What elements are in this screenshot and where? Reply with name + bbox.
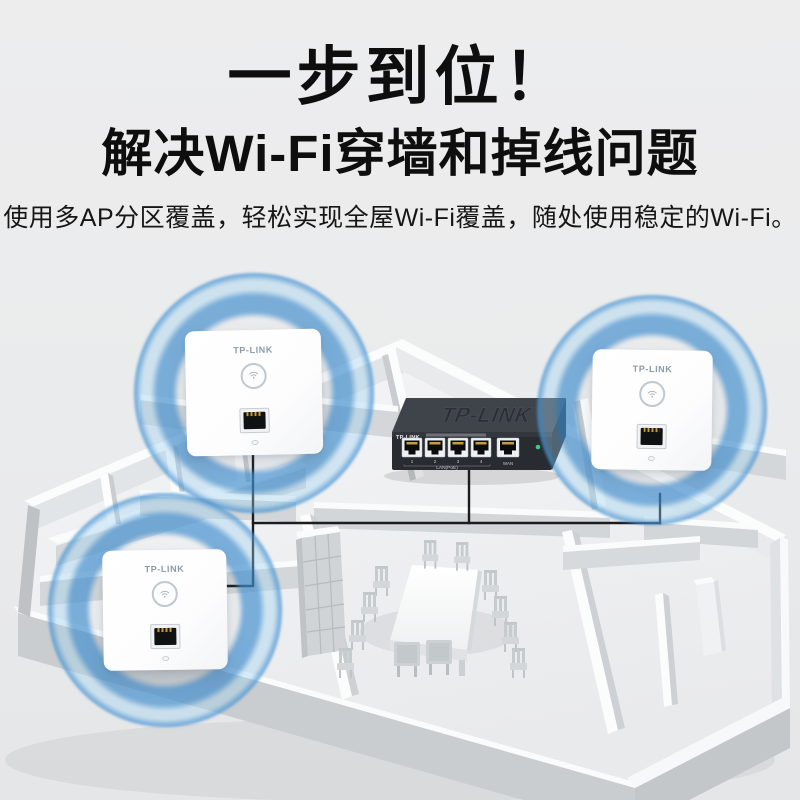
wifi-button [639,381,666,408]
wifi-icon [249,371,259,379]
ap-brand-label: TP-LINK [233,344,274,356]
switch-port-wan [496,437,520,458]
wifi-button [151,581,178,608]
poe-switch: TP-LINK TP-LINK [384,398,566,485]
rj45-jack [243,411,266,429]
lan-poe-label: LAN(PoE) [436,465,458,471]
switch-top-face [392,398,566,432]
switch-port-1 [401,437,423,458]
access-point-top-left: TP-LINK [184,328,324,457]
rj45-jack [640,428,663,446]
rj45-jack [154,628,177,646]
access-point-bottom-left: TP-LINK [102,549,228,671]
wan-label: WAN [503,461,513,466]
port-number-3: 3 [457,459,460,464]
wifi-icon [160,590,170,598]
wifi-button [240,362,267,389]
port-indicator [251,439,259,446]
headline-sub: 解决Wi-Fi穿墙和掉线问题 [101,125,699,182]
switch-led [535,444,541,450]
ethernet-port [150,624,181,650]
ap-brand-label: TP-LINK [144,564,185,575]
switch-port-2 [424,437,446,458]
port-number-2: 2 [434,459,437,464]
switch-model-text-strip [426,433,486,437]
switch-brand-top: TP-LINK [437,403,536,427]
port-indicator [647,455,655,461]
description-text: 使用多AP分区覆盖，轻松实现全屋Wi-Fi覆盖，随处使用稳定的Wi-Fi。 [3,204,797,232]
ap-brand-label: TP-LINK [632,364,673,375]
switch-port-labels: 1 2 3 4 LAN(PoE) WAN [403,459,513,471]
ethernet-port [636,424,667,450]
wifi-icon [647,390,657,398]
switch-ports [401,437,520,458]
switch-port-3 [447,437,469,458]
headline-main: 一步到位！ [227,41,573,113]
port-number-4: 4 [480,459,483,464]
switch-port-4 [470,437,492,458]
port-indicator [162,655,170,661]
bookshelf [296,526,346,658]
header: 一步到位！ 解决Wi-Fi穿墙和掉线问题 使用多AP分区覆盖，轻松实现全屋Wi-… [0,0,800,234]
sideboard [694,577,726,656]
port-number-1: 1 [411,459,414,464]
ethernet-port [239,407,270,433]
access-point-top-right: TP-LINK [591,349,713,471]
